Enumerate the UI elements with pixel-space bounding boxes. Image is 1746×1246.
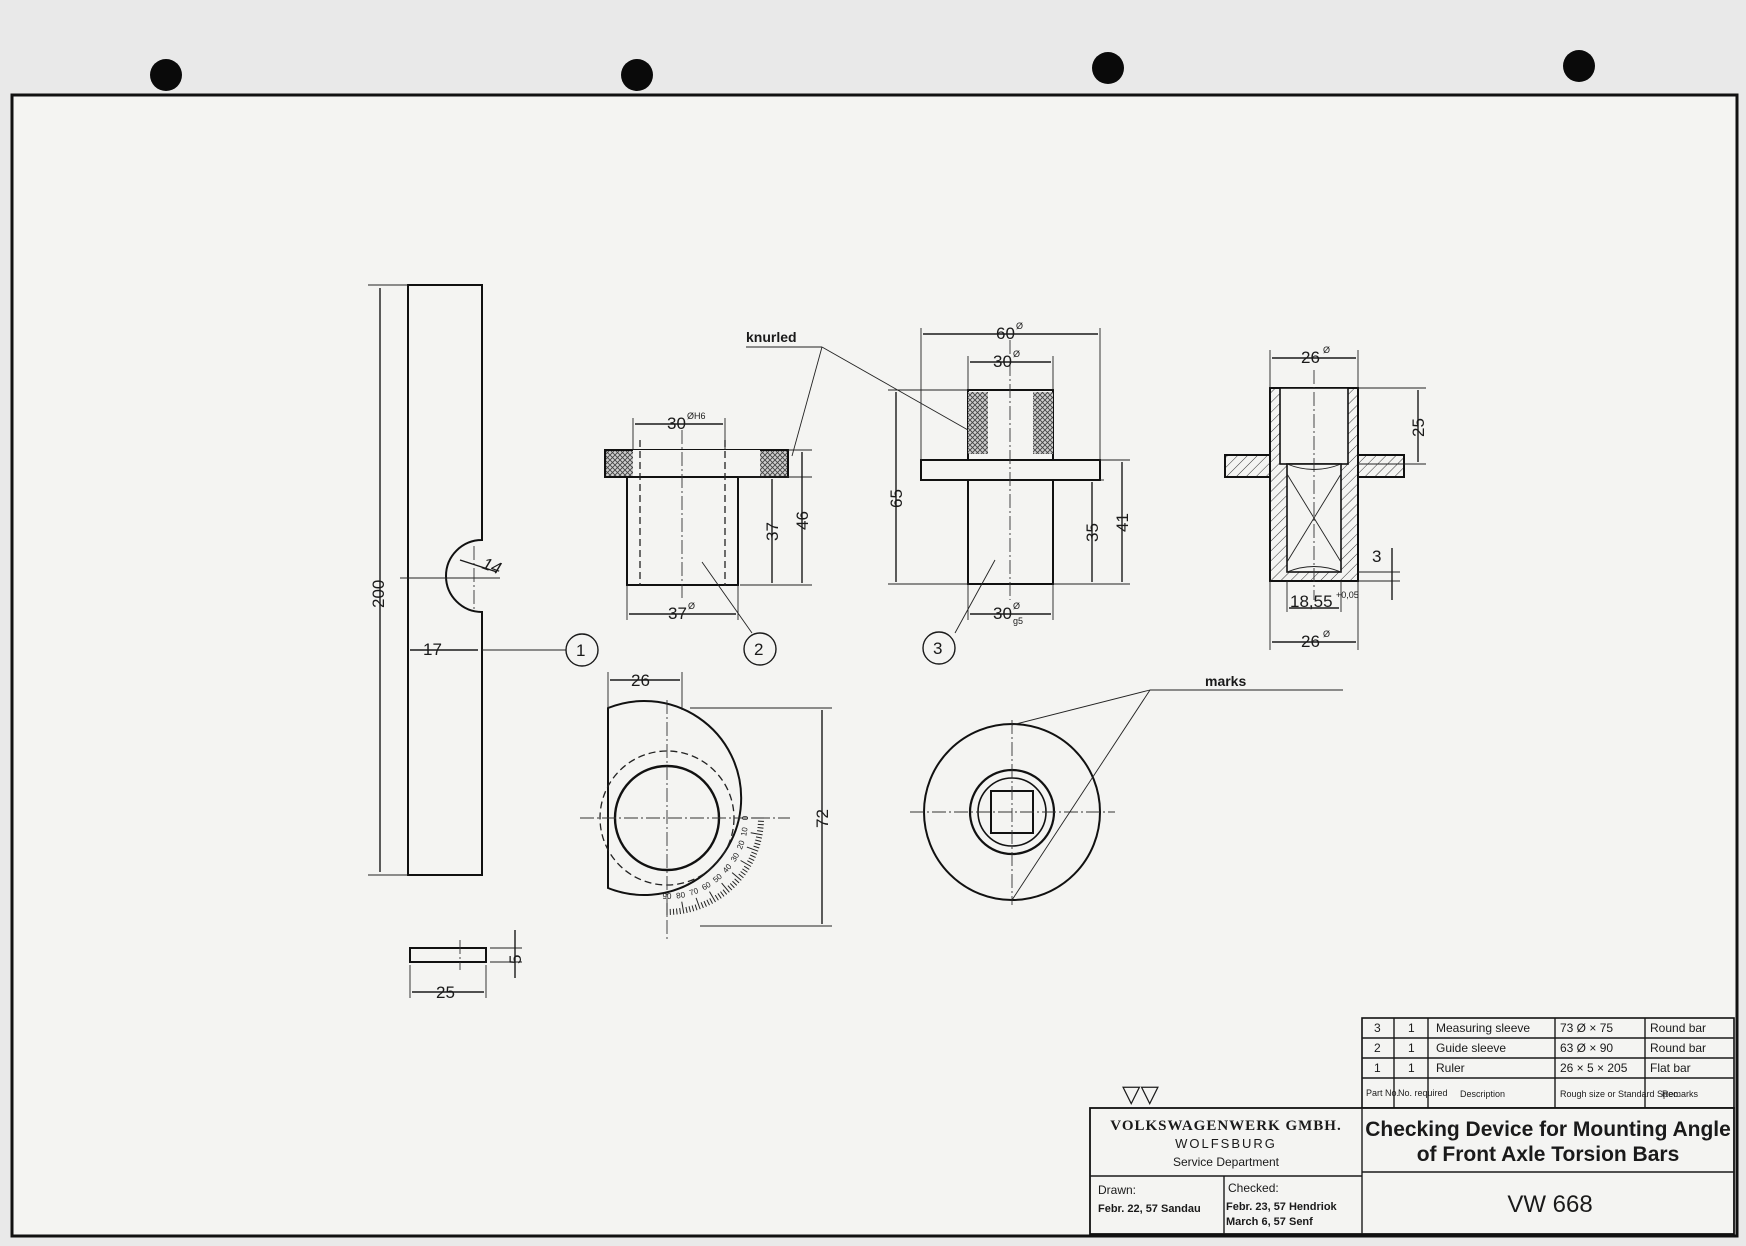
svg-text:3: 3 bbox=[933, 639, 942, 658]
section-top-symbol: Ø bbox=[1323, 345, 1330, 355]
dial-diameter-dim: 72 bbox=[813, 809, 832, 828]
binder-holes bbox=[150, 50, 1595, 91]
meas-inner-dim: 30 bbox=[993, 352, 1012, 371]
marks-note: marks bbox=[1205, 673, 1246, 689]
svg-text:63 Ø × 90: 63 Ø × 90 bbox=[1560, 1041, 1613, 1055]
meas-shaft-tolerance: g5 bbox=[1013, 616, 1023, 626]
guide-bore-tolerance: ØH6 bbox=[687, 411, 706, 421]
svg-text:1: 1 bbox=[1408, 1021, 1415, 1035]
meas-height2-dim: 41 bbox=[1113, 513, 1132, 532]
section-top-dim: 26 bbox=[1301, 348, 1320, 367]
notch-width-dim: 17 bbox=[423, 640, 442, 659]
svg-text:26 × 5 × 205: 26 × 5 × 205 bbox=[1560, 1061, 1628, 1075]
meas-shaft-dim: 30 bbox=[993, 604, 1012, 623]
dial-scale-label: 90 bbox=[663, 892, 672, 901]
drawing-title-line2: of Front Axle Torsion Bars bbox=[1417, 1143, 1680, 1166]
section-inner-tolerance: +0,05 bbox=[1336, 590, 1359, 600]
svg-text:73 Ø × 75: 73 Ø × 75 bbox=[1560, 1021, 1613, 1035]
svg-text:Description: Description bbox=[1460, 1089, 1505, 1099]
svg-text:1: 1 bbox=[1374, 1061, 1381, 1075]
svg-text:3: 3 bbox=[1374, 1021, 1381, 1035]
drawn-value: Febr. 22, 57 Sandau bbox=[1098, 1203, 1201, 1215]
meas-height1-dim: 35 bbox=[1083, 523, 1102, 542]
ruler-length-dim: 200 bbox=[369, 580, 388, 608]
drawn-label: Drawn: bbox=[1098, 1183, 1136, 1197]
svg-text:2: 2 bbox=[754, 640, 763, 659]
department: Service Department bbox=[1173, 1155, 1280, 1169]
checked-line1: Febr. 23, 57 Hendriok bbox=[1226, 1201, 1338, 1213]
svg-text:No. required: No. required bbox=[1398, 1088, 1448, 1098]
company-name: VOLKSWAGENWERK GMBH. bbox=[1110, 1118, 1341, 1134]
meas-total-height-dim: 65 bbox=[887, 489, 906, 508]
dial-tick bbox=[677, 909, 678, 915]
meas-shaft-symbol: Ø bbox=[1013, 601, 1020, 611]
vw-symbol: ▽▽ bbox=[1122, 1081, 1159, 1108]
svg-text:1: 1 bbox=[1408, 1041, 1415, 1055]
section-inner-dim: 18,55 bbox=[1290, 592, 1333, 611]
svg-text:Round bar: Round bar bbox=[1650, 1041, 1706, 1055]
section-step-dim: 3 bbox=[1372, 547, 1381, 566]
drawing-number: VW 668 bbox=[1507, 1191, 1592, 1218]
svg-text:1: 1 bbox=[576, 641, 585, 660]
svg-text:Round bar: Round bar bbox=[1650, 1021, 1706, 1035]
guide-height2-dim: 46 bbox=[793, 511, 812, 530]
svg-text:Remarks: Remarks bbox=[1662, 1089, 1699, 1099]
guide-height1-dim: 37 bbox=[763, 522, 782, 541]
meas-flange-dim: 60 bbox=[996, 324, 1015, 343]
parts-list: 3 1 Measuring sleeve 73 Ø × 75 Round bar… bbox=[1362, 1018, 1734, 1108]
svg-text:2: 2 bbox=[1374, 1041, 1381, 1055]
svg-text:Measuring sleeve: Measuring sleeve bbox=[1436, 1021, 1530, 1035]
checked-label: Checked: bbox=[1228, 1181, 1279, 1195]
section-bottom-symbol: Ø bbox=[1323, 629, 1330, 639]
meas-flange-symbol: Ø bbox=[1016, 321, 1023, 331]
dial-tick bbox=[758, 828, 764, 829]
company-city: WOLFSBURG bbox=[1175, 1136, 1277, 1151]
dial-offset-dim: 26 bbox=[631, 671, 650, 690]
checked-line2: March 6, 57 Senf bbox=[1226, 1216, 1313, 1228]
guide-outer-symbol: Ø bbox=[688, 601, 695, 611]
meas-inner-symbol: Ø bbox=[1013, 349, 1020, 359]
guide-bore-dim: 30 bbox=[667, 414, 686, 433]
guide-outer-dim: 37 bbox=[668, 604, 687, 623]
svg-text:Ruler: Ruler bbox=[1436, 1061, 1465, 1075]
ruler-thickness-dim: 5 bbox=[506, 955, 525, 964]
ruler-width-dim: 25 bbox=[436, 983, 455, 1002]
dial-scale-label: 0 bbox=[741, 815, 750, 820]
svg-text:Guide sleeve: Guide sleeve bbox=[1436, 1041, 1506, 1055]
svg-text:Flat bar: Flat bar bbox=[1650, 1061, 1691, 1075]
section-height-dim: 25 bbox=[1409, 418, 1428, 437]
svg-text:1: 1 bbox=[1408, 1061, 1415, 1075]
svg-text:Part No.: Part No. bbox=[1366, 1088, 1399, 1098]
knurled-note: knurled bbox=[746, 329, 797, 345]
drawing-title-line1: Checking Device for Mounting Angle bbox=[1365, 1118, 1731, 1141]
section-bottom-dim: 26 bbox=[1301, 632, 1320, 651]
